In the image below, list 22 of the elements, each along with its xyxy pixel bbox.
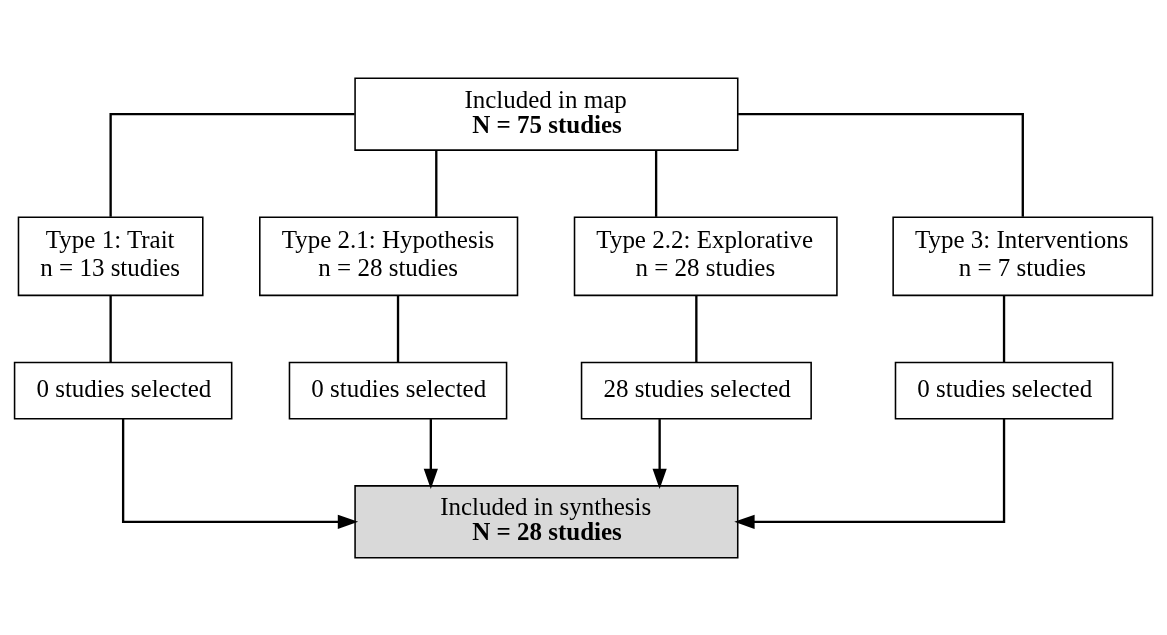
connector — [738, 112, 1024, 217]
arrow — [121, 418, 359, 529]
connector — [1002, 295, 1006, 362]
node-box: Type 2.2: Explorative n = 28 studies — [573, 216, 838, 296]
node-box: 0 studies selected — [894, 361, 1114, 419]
node-box: Included in map N = 75 studies — [354, 76, 739, 151]
node-box: Type 3: Interventions n = 7 studies — [892, 216, 1154, 296]
connector — [109, 295, 112, 362]
node-box: Type 2.1: Hypothesis n = 28 studies — [259, 216, 519, 296]
node-box: 0 studies selected — [288, 361, 508, 419]
connector — [109, 112, 355, 217]
connector — [695, 295, 698, 362]
arrow — [423, 418, 438, 489]
arrow — [734, 418, 1006, 529]
node-box: Included in synthesis N = 28 studies — [354, 484, 739, 559]
arrow — [652, 418, 667, 489]
node-box: 0 studies selected — [13, 361, 233, 419]
connector — [654, 150, 658, 217]
node-box: Type 1: Trait n = 13 studies — [17, 216, 204, 296]
connector — [435, 150, 438, 217]
connector — [396, 295, 400, 362]
node-box: 28 studies selected — [580, 361, 812, 419]
